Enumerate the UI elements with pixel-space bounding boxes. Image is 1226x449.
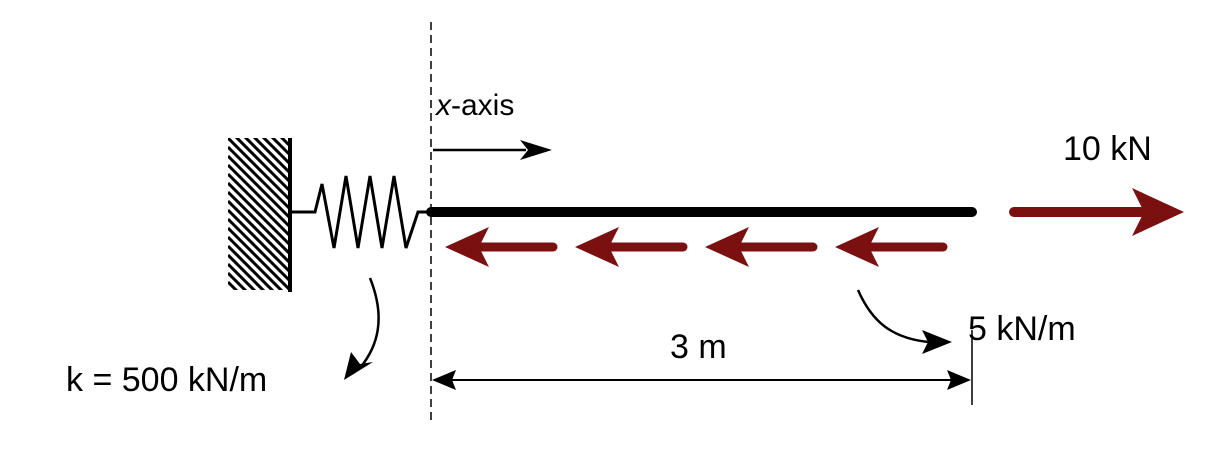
- distributed-load-arrows: [445, 227, 948, 267]
- hatch-line: [228, 217, 290, 283]
- length-label: 3 m: [670, 328, 727, 366]
- distributed-load-arrowhead: [575, 227, 619, 267]
- point-force-arrowhead: [1132, 188, 1184, 236]
- x-axis-label: x-axis: [434, 89, 514, 122]
- hatch-line: [228, 271, 248, 290]
- hatch-line: [243, 138, 290, 184]
- distributed-load-arrowhead: [835, 227, 879, 267]
- distributed-load-label: 5 kN/m: [968, 310, 1076, 348]
- spring: [290, 175, 430, 249]
- hatch-line: [228, 181, 290, 247]
- wall-hatching: [228, 66, 290, 362]
- hatch-line: [228, 154, 290, 220]
- hatch-line: [228, 300, 290, 362]
- hatch-line: [228, 208, 290, 274]
- dimension-arrowhead-left: [432, 370, 456, 390]
- spring-callout-arrow: [359, 277, 380, 369]
- x-axis-indicator: x-axis: [433, 89, 552, 160]
- distributed-load-arrowhead: [705, 227, 749, 267]
- hatch-line: [228, 138, 290, 202]
- hatch-line: [228, 235, 284, 290]
- hatch-line: [228, 280, 239, 290]
- hatch-line: [228, 244, 275, 290]
- x-axis-arrowhead: [520, 140, 552, 160]
- length-dimension: [432, 330, 973, 405]
- point-force-arrow: [1009, 188, 1184, 236]
- point-force-label: 10 kN: [1063, 130, 1152, 168]
- spring-stiffness-label: k = 500 kN/m: [66, 361, 267, 399]
- hatch-line: [288, 138, 289, 139]
- load-callout-arrow: [856, 289, 929, 344]
- load-callout-arrowhead: [922, 330, 952, 354]
- hatch-line: [228, 190, 290, 256]
- hatch-line: [228, 253, 266, 290]
- hatch-line: [261, 138, 290, 166]
- hatch-line: [234, 138, 290, 193]
- hatch-line: [228, 262, 257, 290]
- hatch-line: [228, 199, 290, 265]
- hatch-line: [228, 66, 290, 128]
- hatch-line: [270, 138, 290, 157]
- hatch-line: [279, 138, 290, 148]
- distributed-load-arrowhead: [445, 227, 489, 267]
- hatch-line: [252, 138, 290, 175]
- hatch-line: [228, 163, 290, 229]
- spring-callout-arrowhead: [344, 352, 373, 380]
- hatch-line: [228, 172, 290, 238]
- dimension-arrowhead-right: [947, 370, 971, 390]
- hatch-line: [228, 145, 290, 211]
- hatch-line: [228, 226, 290, 290]
- fixed-wall-support: [228, 66, 292, 362]
- hatch-line: [229, 289, 230, 290]
